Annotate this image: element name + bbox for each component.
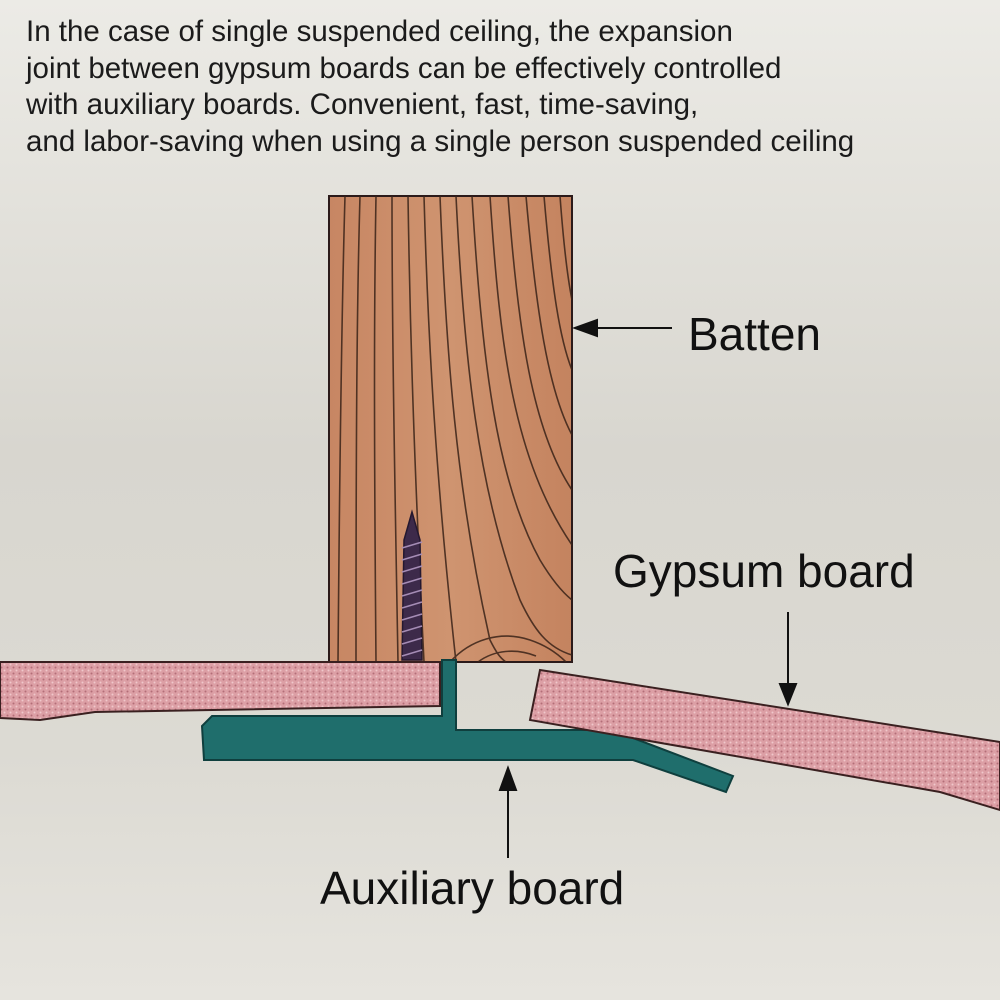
screw <box>401 509 423 661</box>
gypsum-board-left <box>0 661 441 722</box>
arrow-auxiliary-board <box>498 765 518 858</box>
auxiliary-board-shape <box>200 659 735 794</box>
auxiliary-board-label: Auxiliary board <box>320 862 625 914</box>
arrow-batten <box>572 318 672 338</box>
description-text: In the case of single suspended ceiling,… <box>26 15 855 158</box>
arrow-gypsum-board <box>778 612 798 707</box>
gypsum-board-label: Gypsum board <box>613 545 915 597</box>
wood-grain <box>337 196 572 662</box>
gypsum-board-right <box>528 668 1000 812</box>
batten-block <box>328 195 573 663</box>
batten-label: Batten <box>688 308 821 360</box>
